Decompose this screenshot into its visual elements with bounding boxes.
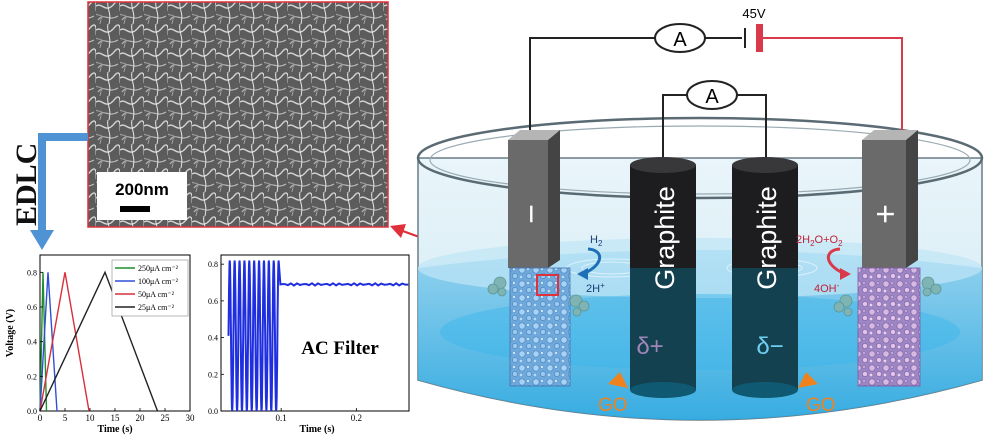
graphite-rod-left: Graphite δ+ — [630, 157, 696, 398]
neg-electrode-coating — [509, 267, 571, 387]
gcd-legend-label: 25μA cm⁻² — [138, 303, 175, 312]
gcd-legend-label: 100μA cm⁻² — [138, 277, 179, 286]
ac-filter-title: AC Filter — [301, 338, 379, 359]
go-left-arrow — [608, 372, 628, 388]
gcd-legend-label: 250μA cm⁻² — [138, 264, 179, 273]
gcd-ytick-label: 0.4 — [27, 338, 37, 347]
gcd-legend: 250μA cm⁻² 100μA cm⁻² 50μA cm⁻² 25μA cm⁻² — [111, 259, 189, 317]
wire-positive — [762, 37, 903, 140]
oh-cycle-arrow-head — [840, 268, 851, 280]
gcd-xtick-label: 10 — [86, 413, 96, 423]
negative-electrode: − — [508, 130, 571, 387]
gcd-ytick-label: 0.8 — [27, 268, 37, 277]
ac-series-line — [227, 260, 409, 412]
beaker-rim-outer — [416, 116, 984, 200]
h2-cycle-arrow — [584, 247, 602, 275]
go-right-arrow — [798, 372, 818, 388]
gcd-series-line — [39, 272, 90, 412]
two-h-label: 2H+ — [586, 281, 605, 295]
neg-sign: − — [512, 204, 550, 224]
neg-electrode-top — [508, 130, 560, 140]
ac-filter-chart: 0.1 0.2 0.0 0.2 0.4 0.6 0.8 AC Filter Time (s… — [208, 254, 410, 435]
gcd-xtick-label: 25 — [161, 413, 171, 423]
h2-label: H2 — [590, 234, 603, 248]
edlc-arrow-head — [30, 230, 54, 250]
gcd-legend-label: 50μA cm⁻² — [138, 290, 175, 299]
edlc-label: EDLC — [10, 143, 43, 226]
electrolysis-cell: A 45V A − + — [416, 6, 984, 421]
graphite-right-bottom — [732, 382, 798, 398]
wire-graphite-left — [662, 94, 688, 160]
graphite-right-submerged — [732, 268, 798, 390]
graphite-left-label: Graphite — [650, 186, 680, 290]
pos-sign: + — [866, 204, 904, 224]
positive-electrode: + — [857, 130, 921, 387]
gcd-ytick-label: 0.0 — [27, 407, 37, 416]
gcd-ytick-label: 0.6 — [27, 303, 37, 312]
gcd-xlabel: Time (s) — [97, 424, 132, 435]
graphite-left-bottom — [630, 382, 696, 398]
wire-graphite-right — [736, 94, 767, 160]
ac-ytick-label: 0.8 — [208, 260, 218, 269]
graphite-right-label: Graphite — [752, 186, 782, 290]
ammeter-top-label: A — [673, 29, 687, 51]
battery-pos-plate — [756, 24, 763, 52]
delta-left: δ+ — [636, 333, 663, 360]
gcd-series-line — [39, 270, 159, 412]
oxygen-reaction-label: 2H2O+O2 — [796, 234, 843, 248]
gas-bubbles — [487, 276, 942, 317]
neg-electrode-side — [548, 130, 560, 268]
battery-voltage: 45V — [742, 6, 765, 21]
pos-electrode-side — [906, 130, 918, 268]
gcd-xtick-label: 0 — [38, 413, 43, 423]
scale-bar-label: 200nm — [115, 180, 169, 199]
oh-cycle-arrow — [826, 247, 844, 275]
sem-image: 200nm — [87, 1, 389, 228]
pos-electrode-coating — [857, 267, 921, 387]
gcd-xtick-label: 15 — [111, 413, 121, 423]
ac-xtick-label: 0.2 — [351, 413, 362, 423]
ac-ytick-label: 0.2 — [208, 370, 218, 379]
ac-ytick-label: 0.0 — [208, 407, 218, 416]
gcd-xtick-label: 5 — [63, 413, 68, 423]
oh-label: 4OH- — [814, 281, 840, 295]
gcd-ytick-label: 0.2 — [27, 372, 37, 381]
graphite-left-top — [630, 157, 696, 173]
wire-negative — [529, 37, 655, 140]
ac-ytick-label: 0.6 — [208, 297, 218, 306]
go-left-label: GO — [598, 395, 628, 416]
h2-cycle-arrow-head — [577, 268, 588, 280]
ac-xlabel: Time (s) — [299, 424, 334, 435]
ammeter-mid-label: A — [705, 86, 719, 108]
ac-xtick-label: 0.1 — [276, 413, 287, 423]
go-right-label: GO — [806, 395, 836, 416]
gcd-ylabel: Voltage (V) — [5, 309, 16, 357]
neg-electrode-face — [508, 140, 548, 268]
zoom-region-box — [536, 274, 559, 296]
ammeter-top — [654, 23, 706, 53]
scale-bar — [120, 206, 150, 212]
ac-ytick-label: 0.4 — [208, 334, 218, 343]
beaker-rim-inner — [429, 125, 971, 195]
graphite-rod-right: Graphite δ− — [732, 157, 798, 398]
delta-right: δ− — [756, 333, 783, 360]
ammeter-mid — [686, 80, 738, 110]
pointer-head — [390, 224, 406, 238]
edlc-callout: EDLC — [10, 133, 88, 250]
pos-electrode-face — [862, 140, 906, 268]
gcd-chart: 0 5 10 15 20 25 30 0.0 0.2 0.4 0.6 0.8 Time (s) Vo… — [5, 254, 196, 435]
edlc-arrow-shaft — [38, 133, 88, 232]
gcd-xtick-label: 20 — [136, 413, 146, 423]
gcd-xtick-label: 30 — [186, 413, 196, 423]
pos-electrode-top — [862, 130, 918, 140]
gcd-series-line — [39, 272, 58, 412]
graphite-left-submerged — [630, 268, 696, 390]
graphite-right-top — [732, 157, 798, 173]
sem-frame — [87, 1, 389, 228]
